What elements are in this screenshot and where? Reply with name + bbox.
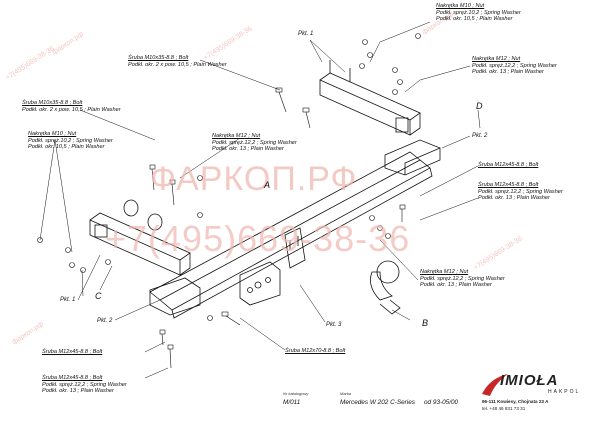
callout-d: D bbox=[476, 101, 483, 111]
right-bracket bbox=[384, 139, 441, 176]
tow-ball-neck bbox=[370, 271, 393, 301]
company-logo: IMIOŁA bbox=[500, 372, 559, 389]
point-1-top: Pkt. 1 bbox=[298, 31, 314, 37]
callout-c: C bbox=[95, 291, 102, 301]
tow-ball bbox=[376, 260, 400, 284]
callout-a: A bbox=[264, 180, 271, 190]
point-2-right: Pkt. 2 bbox=[472, 133, 488, 139]
left-bracket bbox=[149, 277, 201, 316]
footer-catalog-value: M/011 bbox=[283, 399, 301, 406]
hook-bracket bbox=[284, 227, 306, 269]
watermark-site: ФАРКОП.РФ bbox=[150, 160, 358, 198]
point-3: Pkt. 3 bbox=[326, 322, 342, 328]
label-bolt-m12x70: Śruba M12x70-8.8 ; Bolt bbox=[285, 348, 346, 354]
company-phone: tel. +48 46 831 73 31 bbox=[482, 406, 526, 411]
footer-brand-value: Mercedes W 202 C-Series bbox=[340, 399, 415, 406]
company-address: 96-111 Kowiesy, Chojnata 23 A bbox=[482, 399, 549, 404]
company-logo-sub: HAKPOL bbox=[548, 389, 581, 395]
footer-catalog-caption: Nr katalogowy bbox=[283, 391, 309, 396]
footer-years-value: od 93-05/00 bbox=[424, 399, 459, 406]
label-bolt-m12x45-bottom: Śruba M12x45-8.8 ; Bolt bbox=[42, 349, 103, 355]
label-bolt-m12x45-right: Śruba M12x45-8.8 ; Bolt bbox=[478, 162, 539, 168]
callout-b: B bbox=[422, 318, 429, 328]
point-2-left: Pkt. 2 bbox=[97, 318, 113, 324]
footer-brand-caption: Marka bbox=[340, 391, 352, 396]
watermark-phone: +7(495)669-38-36 bbox=[105, 218, 411, 259]
socket-plate bbox=[239, 261, 281, 306]
company-logo-swoosh bbox=[482, 374, 508, 396]
point-1-left: Pkt. 1 bbox=[60, 297, 76, 303]
